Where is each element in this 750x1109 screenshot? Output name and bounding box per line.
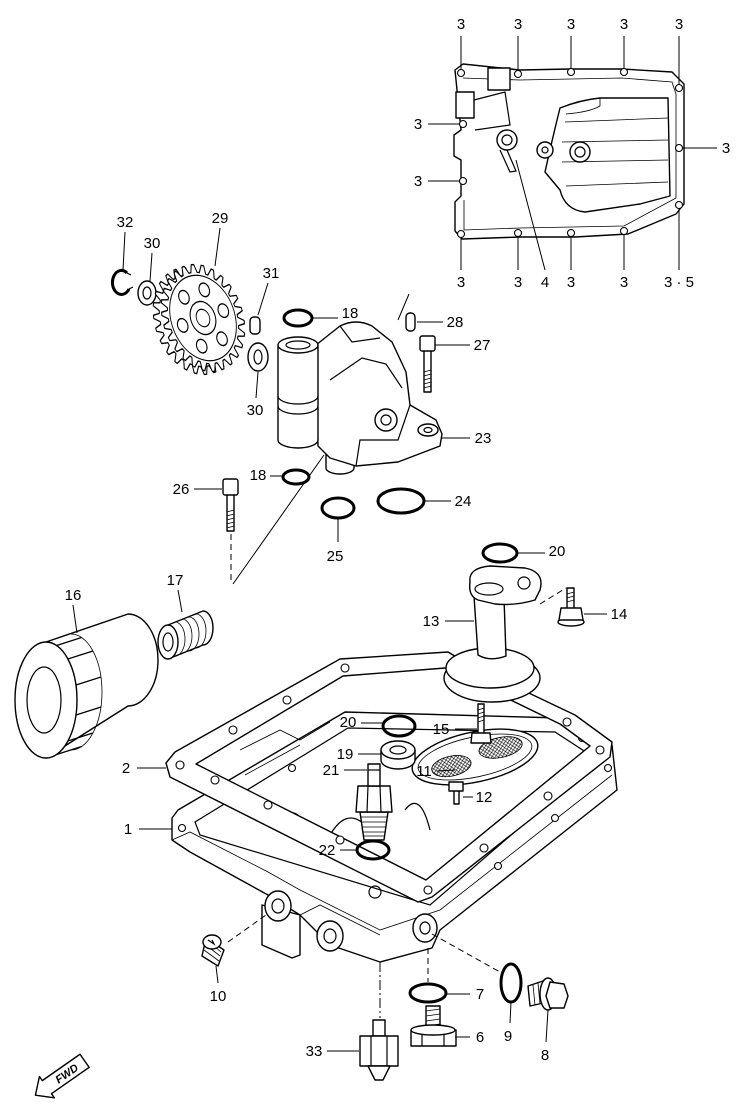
inset-callout-3-top-2: 3 bbox=[514, 16, 522, 33]
oil-filter-nipple bbox=[157, 610, 214, 660]
callout-8: 8 bbox=[541, 1047, 549, 1064]
inset-callout-3-top-1: 3 bbox=[457, 16, 465, 33]
inset-callout-3-left-1: 3 bbox=[414, 116, 422, 133]
washer-9 bbox=[499, 962, 523, 1004]
callout-18-lower: 18 bbox=[250, 467, 267, 484]
circlip bbox=[110, 268, 134, 296]
inset-callout-3-top-5: 3 bbox=[675, 16, 683, 33]
bolt-26 bbox=[222, 478, 239, 532]
callouts: 32 30 29 31 30 18 28 27 23 18 26 24 25 2… bbox=[65, 210, 628, 1064]
callout-9: 9 bbox=[504, 1028, 512, 1045]
bolt-8 bbox=[527, 977, 569, 1011]
callout-10: 10 bbox=[210, 988, 227, 1005]
o-ring-18-upper bbox=[282, 308, 314, 328]
bolt-12 bbox=[448, 781, 464, 805]
collar-19 bbox=[380, 740, 416, 770]
fwd-arrow-icon bbox=[34, 1053, 90, 1099]
callout-24: 24 bbox=[455, 493, 472, 510]
callout-12: 12 bbox=[476, 789, 493, 806]
callout-19: 19 bbox=[337, 746, 354, 763]
washer-lower bbox=[247, 342, 269, 372]
inset-leader-lines bbox=[428, 36, 717, 271]
bolt-15 bbox=[470, 703, 492, 744]
callout-1: 1 bbox=[124, 821, 132, 838]
leader-lines bbox=[72, 227, 607, 1052]
washer-upper bbox=[137, 280, 157, 306]
callout-33: 33 bbox=[306, 1043, 323, 1060]
oil-pan-bolt-inset: 3 3 3 3 3 3 3 3 3 3 4 3 3 3 · 5 bbox=[414, 16, 730, 291]
callout-15: 15 bbox=[433, 721, 450, 738]
oil-switch-33 bbox=[359, 1019, 399, 1081]
oil-passage-lines bbox=[230, 293, 410, 585]
callout-26: 26 bbox=[173, 481, 190, 498]
callout-2: 2 bbox=[122, 760, 130, 777]
inset-callout-3-right: 3 bbox=[722, 140, 730, 157]
oil-strainer bbox=[443, 565, 542, 703]
inset-callout-3-bottom-1: 3 bbox=[457, 274, 465, 291]
inset-callout-4: 4 bbox=[541, 274, 549, 291]
washer-7 bbox=[408, 982, 448, 1004]
callout-17: 17 bbox=[167, 572, 184, 589]
o-ring-24 bbox=[376, 487, 426, 515]
oil-pump-gear bbox=[152, 263, 246, 376]
callout-16: 16 bbox=[65, 587, 82, 604]
callout-30-upper: 30 bbox=[144, 235, 161, 252]
o-ring-25 bbox=[320, 496, 356, 520]
callout-22: 22 bbox=[319, 842, 336, 859]
callout-20-lower: 20 bbox=[340, 714, 357, 731]
callout-20-upper: 20 bbox=[549, 543, 566, 560]
inset-callout-3-5: 3 · 5 bbox=[664, 274, 694, 291]
strainer-bolt-guide bbox=[539, 587, 567, 605]
oil-pressure-sensor bbox=[355, 763, 393, 841]
callout-21: 21 bbox=[323, 762, 340, 779]
oil-filter bbox=[14, 613, 159, 759]
callout-11: 11 bbox=[416, 763, 432, 780]
plug-10 bbox=[201, 934, 225, 967]
callout-32: 32 bbox=[117, 214, 134, 231]
drain-plug-6 bbox=[410, 1005, 457, 1047]
inset-callout-3-bottom-4: 3 bbox=[620, 274, 628, 291]
callout-29: 29 bbox=[212, 210, 229, 227]
o-ring-20-upper bbox=[481, 542, 519, 564]
inset-callout-3-bottom-3: 3 bbox=[567, 274, 575, 291]
bolt-27 bbox=[419, 335, 436, 393]
forward-direction-arrow: FWD bbox=[34, 1053, 90, 1099]
inset-callout-3-top-4: 3 bbox=[620, 16, 628, 33]
callout-6: 6 bbox=[476, 1029, 484, 1046]
callout-31: 31 bbox=[263, 265, 280, 282]
callout-25: 25 bbox=[327, 548, 344, 565]
pan-part-guides bbox=[227, 914, 501, 1018]
bolt-14 bbox=[557, 587, 585, 627]
gasket-bolt-holes bbox=[175, 663, 605, 895]
o-ring-20-lower bbox=[381, 714, 417, 738]
inset-bolt-holes bbox=[456, 67, 684, 239]
inset-callout-3-bottom-2: 3 bbox=[514, 274, 522, 291]
inset-callout-3-top-3: 3 bbox=[567, 16, 575, 33]
strainer-mesh-left bbox=[431, 755, 472, 778]
callout-14: 14 bbox=[611, 606, 628, 623]
inset-callout-3-left-2: 3 bbox=[414, 173, 422, 190]
pin-31 bbox=[249, 316, 261, 335]
callout-23: 23 bbox=[475, 430, 492, 447]
callout-30-lower: 30 bbox=[247, 402, 264, 419]
pin-28 bbox=[405, 312, 416, 332]
callout-28: 28 bbox=[447, 314, 464, 331]
callout-18-upper: 18 bbox=[342, 305, 359, 322]
oil-pan-gasket bbox=[165, 651, 613, 903]
callout-13: 13 bbox=[423, 613, 440, 630]
callout-7: 7 bbox=[476, 986, 484, 1003]
oil-pump-body bbox=[277, 321, 443, 475]
callout-27: 27 bbox=[474, 337, 491, 354]
